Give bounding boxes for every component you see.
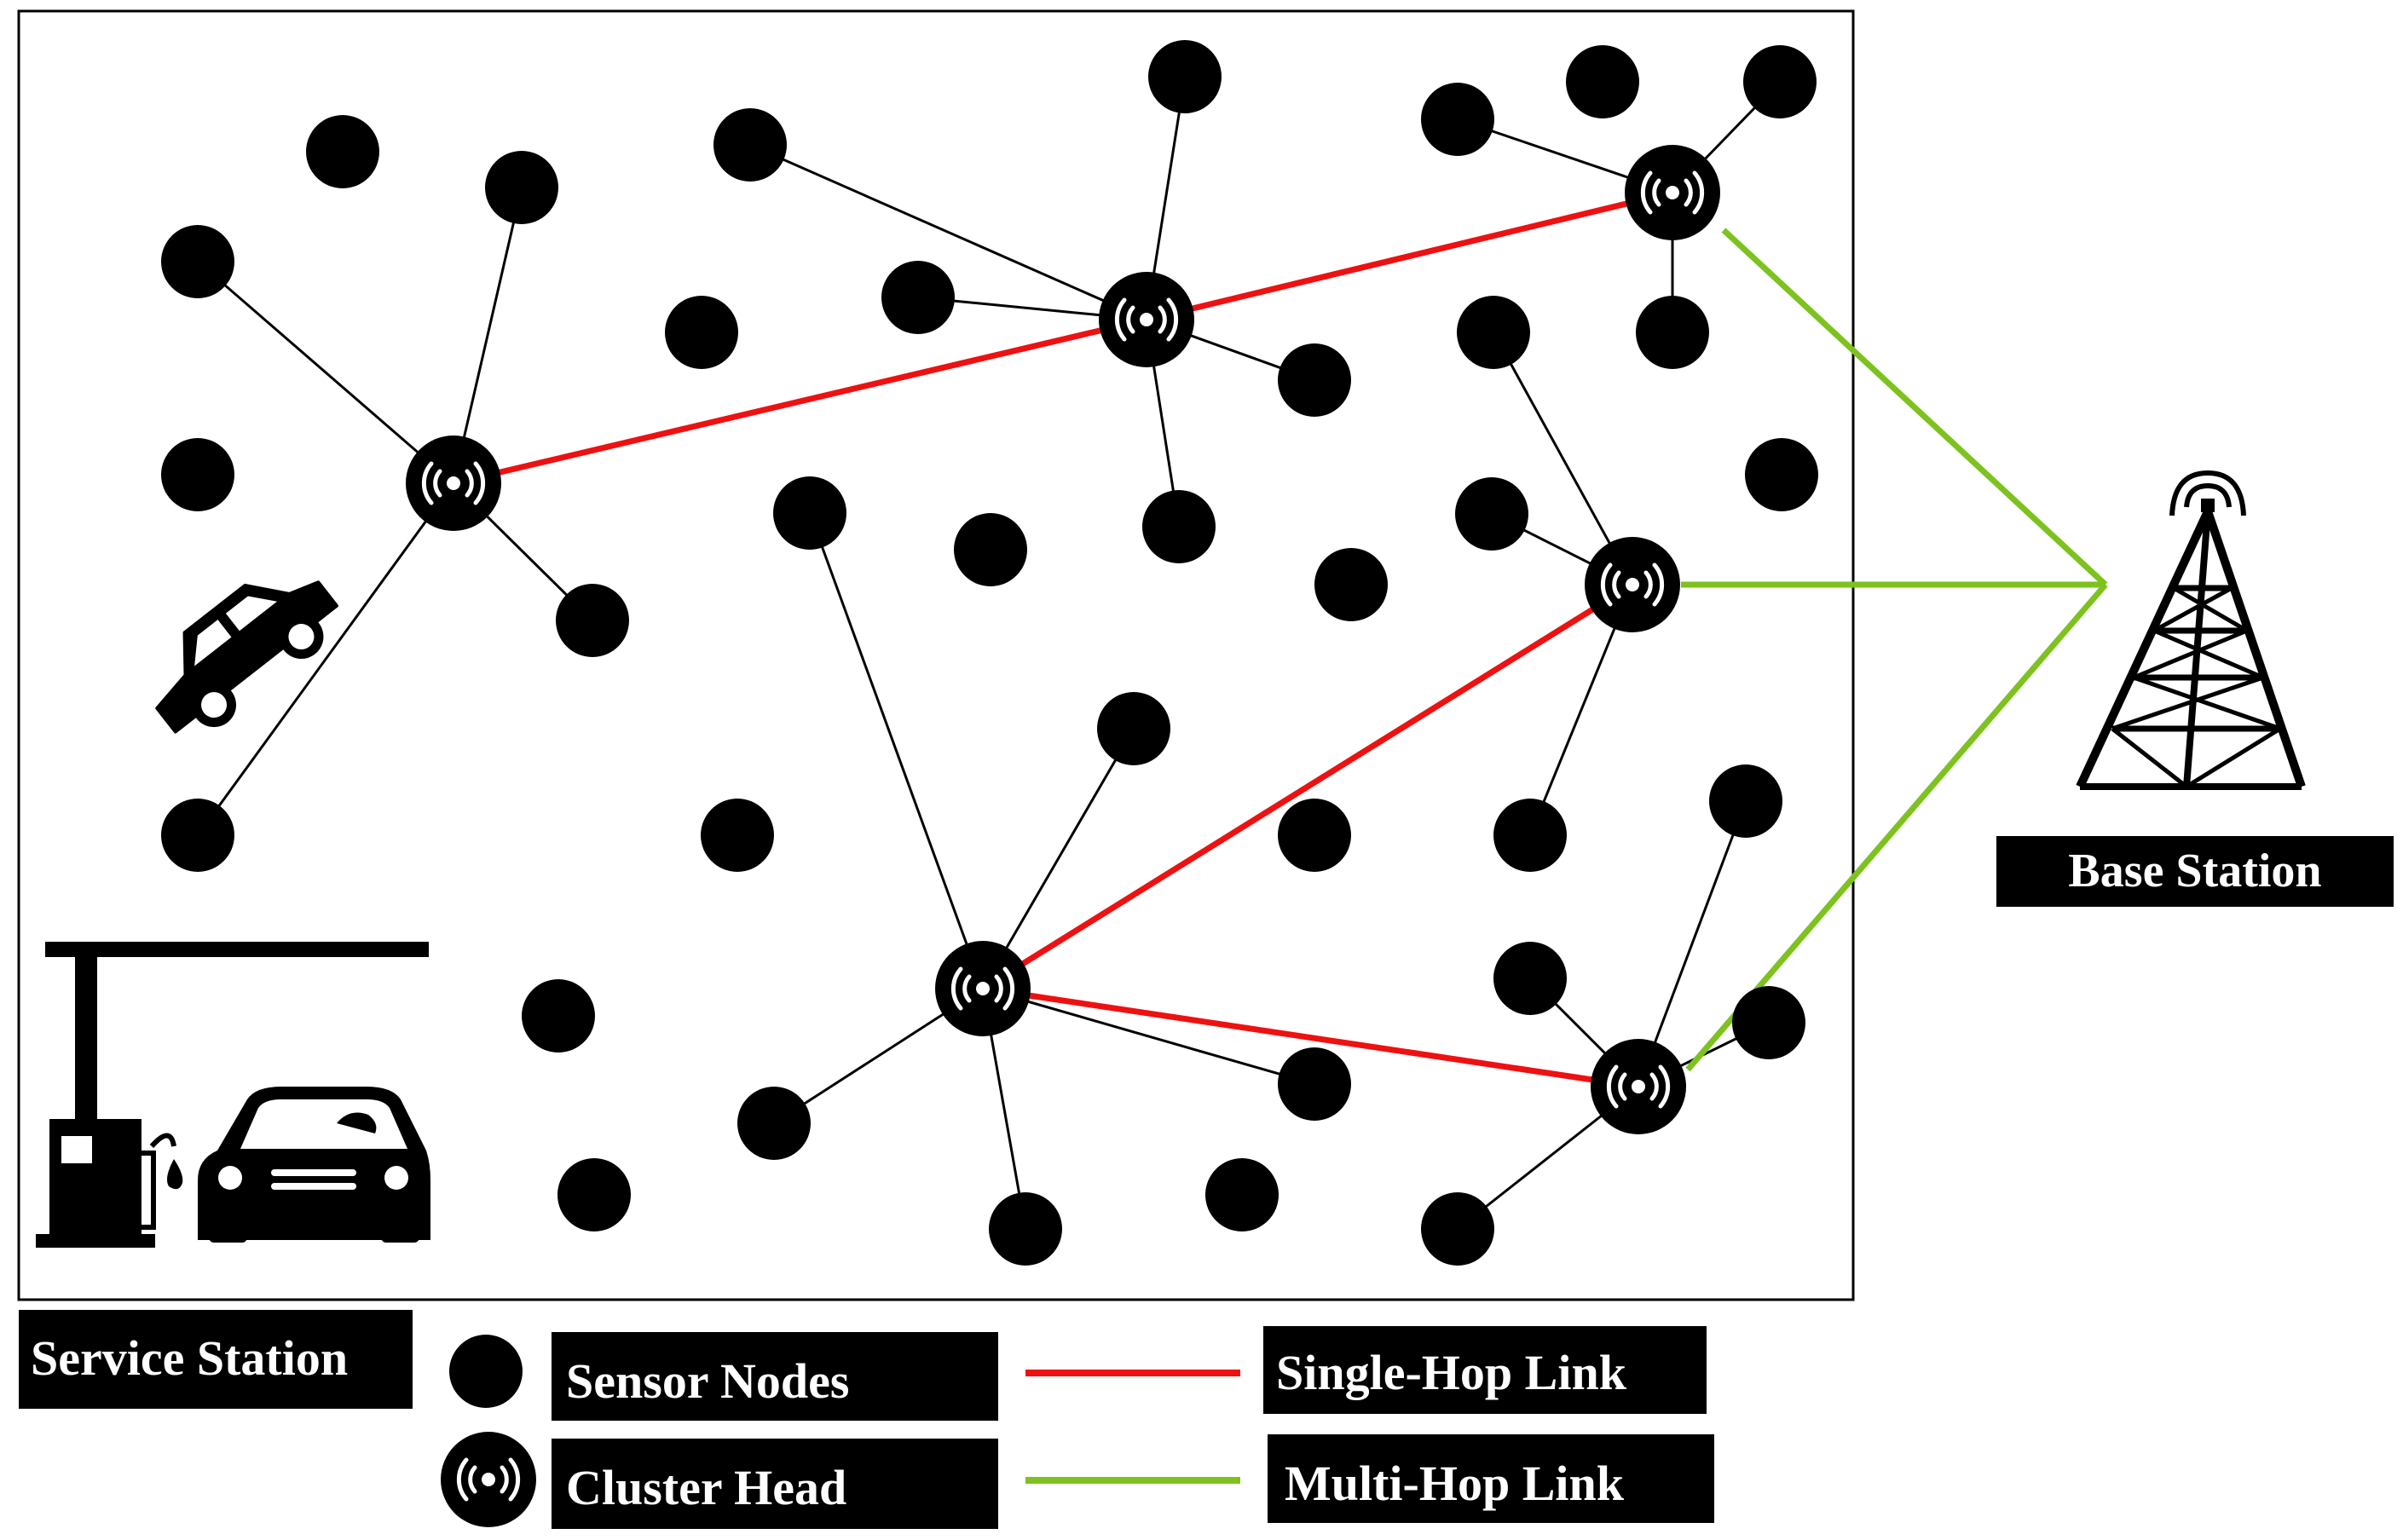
sensor-node-icon [1205,1158,1279,1231]
sensor-node-icon [701,799,774,872]
legend-sensor-node-icon [449,1335,523,1408]
sensor-node-icon [1142,490,1216,563]
car-icon [198,1087,430,1243]
service-station-scene [36,942,430,1248]
sensor-node-icon [773,476,846,550]
single-hop-link [981,582,1634,991]
sensor-node-icon [1278,343,1351,417]
sensor-node-icon [1457,296,1530,369]
sensor-node-icon [1278,1047,1351,1121]
sensor-node-icon [161,438,234,511]
sensor-node-icon [665,296,738,369]
sensor-node-icon [1455,477,1528,551]
sensor-node-icon [306,115,379,188]
sensor-node-icon [1278,799,1351,872]
single-hop-links [453,189,1673,1090]
sensor-node-icon [1732,986,1805,1059]
sensor-node-icon [989,1192,1062,1266]
sensor-node-icon [1745,438,1818,511]
legend-single-hop-label: Single-Hop Link [1276,1345,1627,1400]
sensor-node-icon [713,108,787,182]
sensor-node-icon [1421,83,1494,156]
sensor-node-icon [556,584,629,657]
sensor-node-icon [1743,45,1817,118]
legend-sensor-nodes-label: Sensor Nodes [566,1353,849,1409]
sensor-node-icon [161,799,234,872]
legend-sensor-nodes-box [552,1332,998,1421]
car-icon [155,580,338,734]
legend-single-hop-box [1263,1326,1707,1414]
sensor-node-icon [737,1087,811,1160]
cluster-head-icon [1585,537,1680,632]
legend: Sensor Nodes Cluster Head Single-Hop Lin… [441,1326,1714,1529]
service-station-label-box [19,1310,413,1409]
legend-cluster-head-box [552,1439,998,1529]
cluster-head-icon [1099,272,1194,367]
sensor-node-icon [522,979,595,1053]
sensor-node-icon [1493,942,1567,1015]
sensor-node-icon [954,513,1027,586]
single-hop-link [982,985,1639,1090]
multi-hop-link [1721,228,2108,587]
service-station-label: Service Station [31,1330,348,1386]
legend-multi-hop-box [1268,1434,1714,1523]
cluster-head-icon [935,941,1031,1036]
single-hop-link [1146,189,1673,323]
single-hop-link [453,316,1147,487]
sensor-node-icon [1636,296,1709,369]
legend-multi-hop-label: Multi-Hop Link [1285,1456,1625,1511]
cluster-head-icon [406,435,501,531]
sensor-node-icon [1493,799,1567,872]
sensor-node-icon [1148,40,1222,113]
legend-cluster-head-label: Cluster Head [566,1460,846,1515]
sensor-node-icon [881,261,955,334]
sensor-node-icon [485,151,558,224]
sensor-node-icon [1314,548,1388,621]
fuel-pump-icon [36,1119,183,1248]
canopy [45,942,429,957]
legend-cluster-head-icon [441,1432,536,1527]
tower-icon [2076,470,2306,790]
base-station-label: Base Station [2068,845,2321,897]
sensor-node-icon [1709,764,1782,838]
sensor-node-icon [1566,45,1639,118]
base-station-label-box [1996,836,2394,907]
cluster-head-icon [1591,1039,1686,1134]
sensor-node-icon [557,1158,631,1231]
sensor-node-icon [161,225,234,298]
sensor-node-icon [1421,1192,1494,1266]
sensor-nodes [161,40,1818,1266]
cluster-head-icon [1625,145,1720,240]
sensor-node-icon [1097,692,1170,765]
